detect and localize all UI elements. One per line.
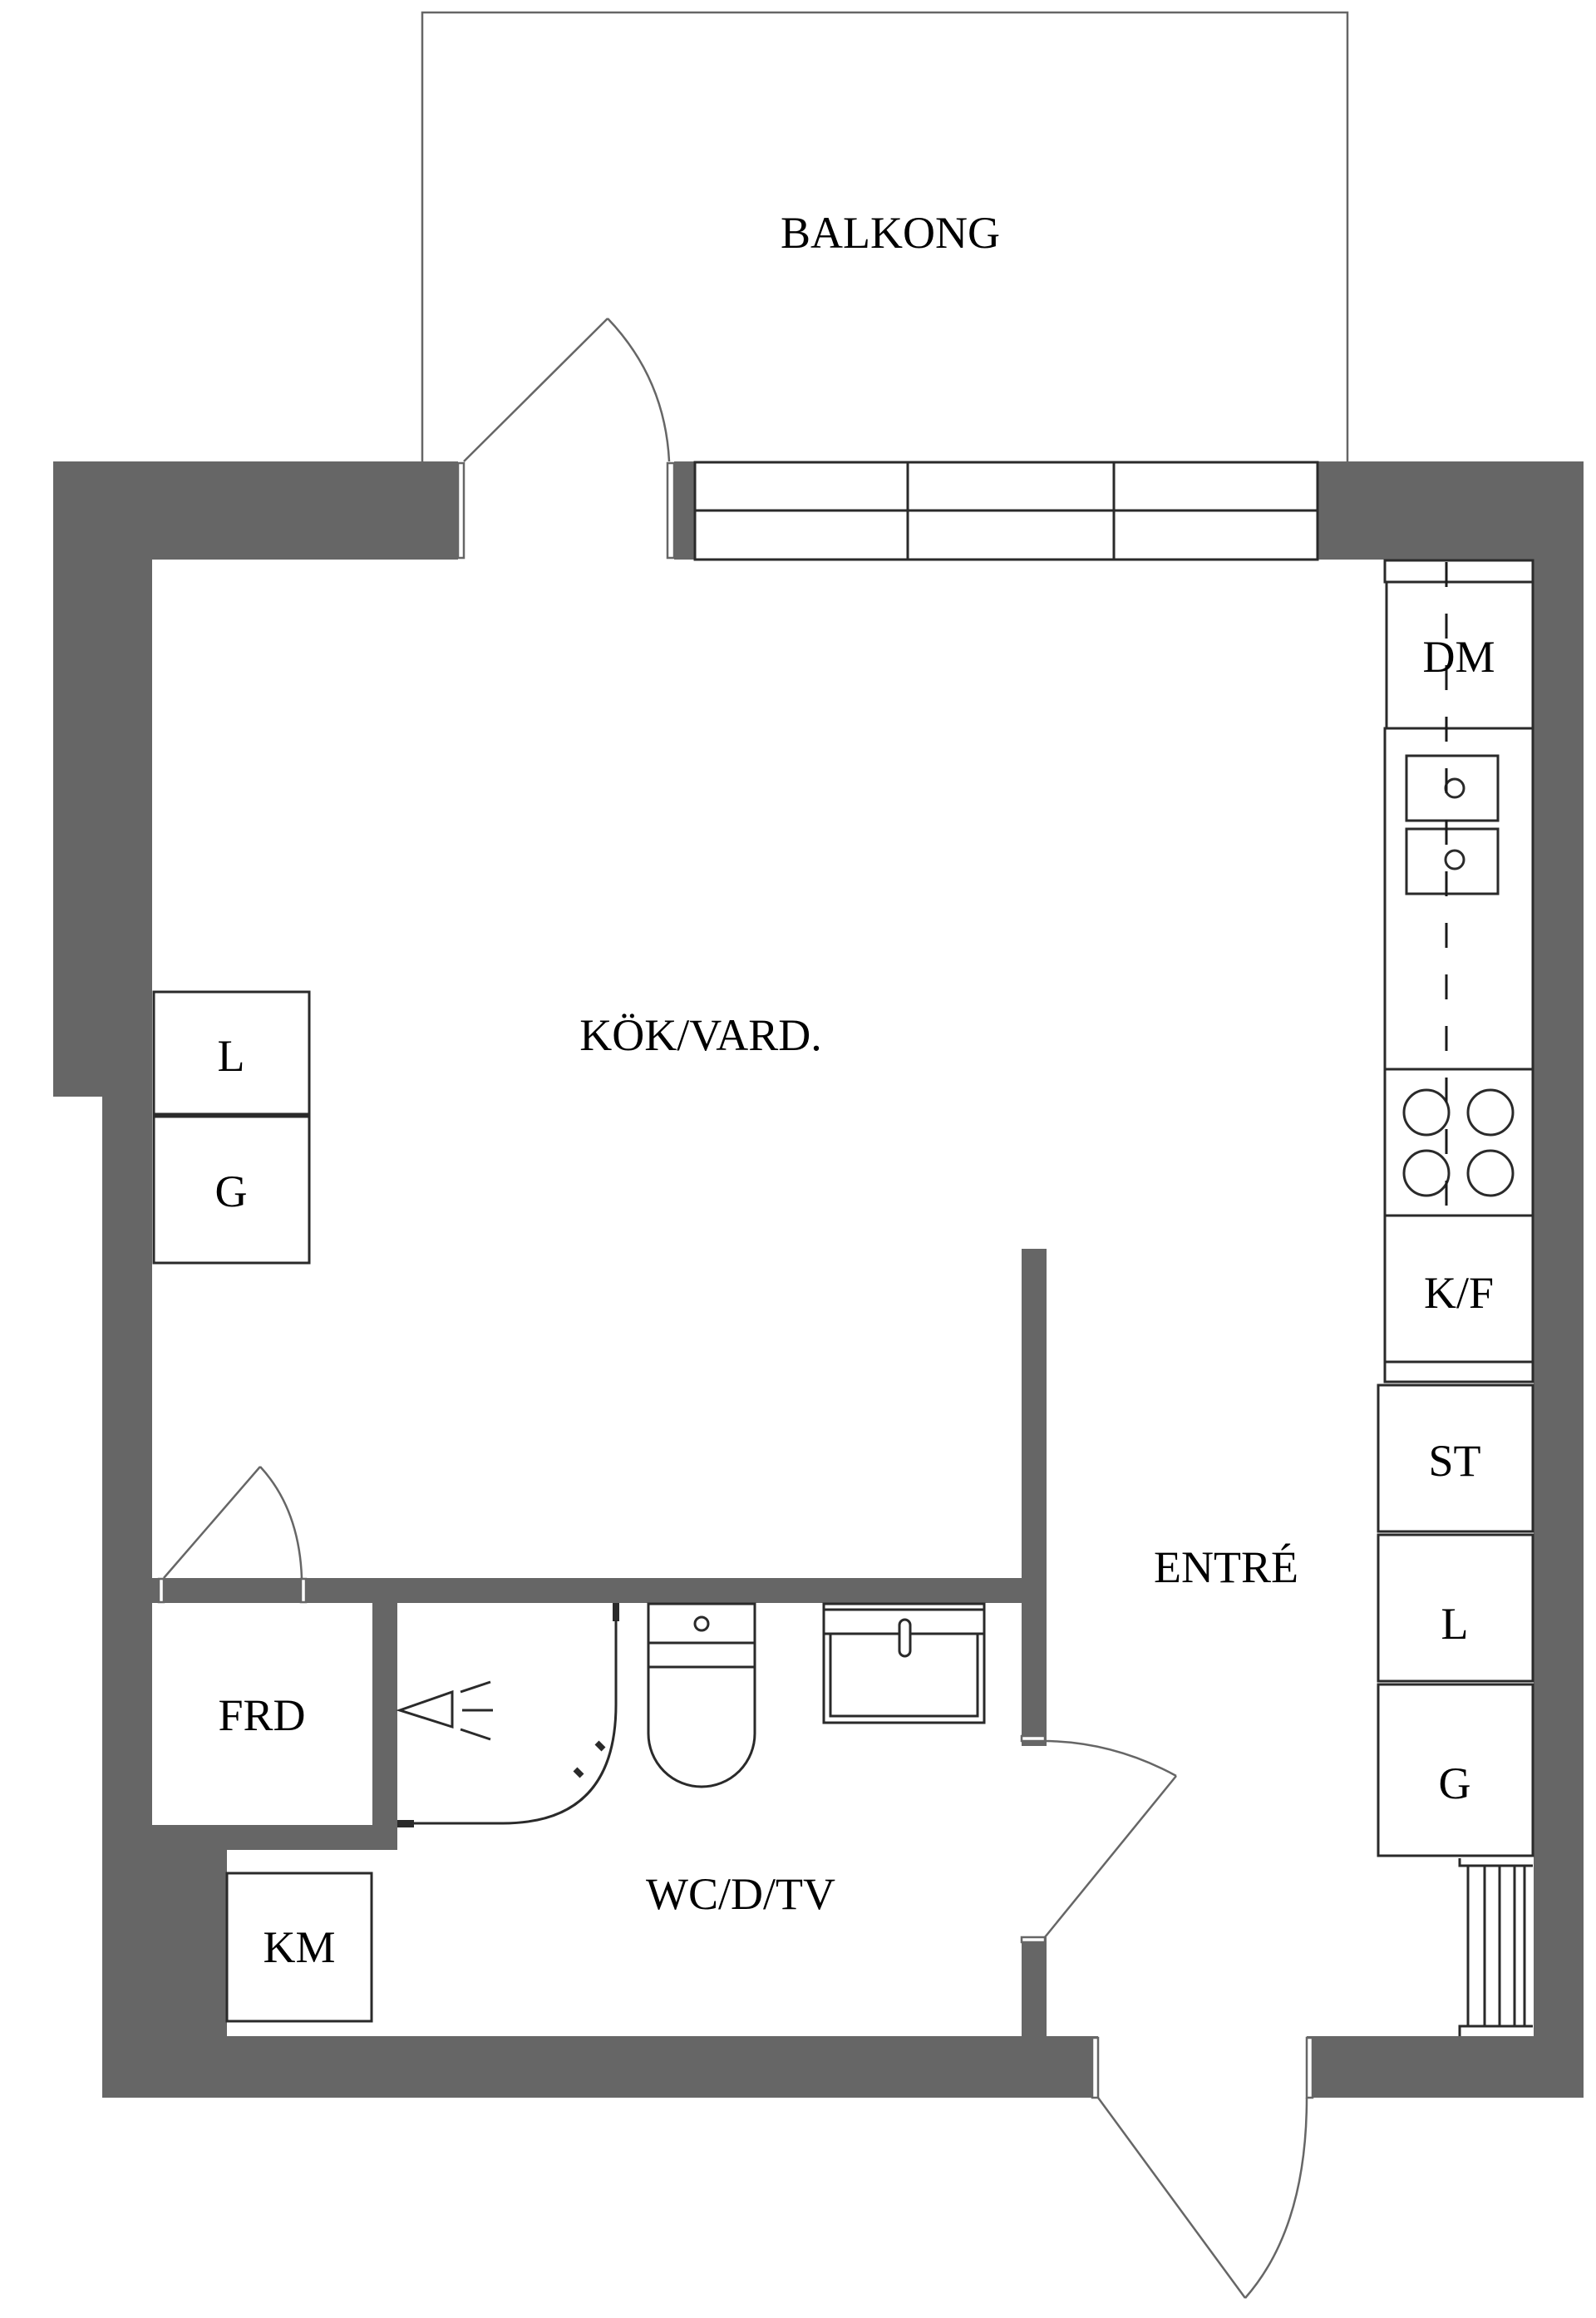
appliance-label-wardrobe-g-right: G — [1438, 1758, 1471, 1808]
entrance-door — [1091, 2036, 1314, 2299]
room-label-storage: FRD — [218, 1690, 306, 1740]
appliance-label-fridge-freezer: K/F — [1423, 1268, 1495, 1318]
bathroom-sink — [822, 1602, 986, 1724]
interior-walls — [152, 1249, 1047, 2036]
appliance-label-dishwasher: DM — [1422, 632, 1495, 682]
top-window — [693, 461, 1319, 561]
kitchen-counter — [1383, 559, 1534, 1383]
washing-machine — [225, 1872, 373, 2023]
appliance-label-wardrobe-g-left: G — [214, 1166, 248, 1216]
appliance-label-washing-machine: KM — [263, 1922, 336, 1972]
bathroom-door — [1020, 1734, 1177, 1944]
storage-door — [157, 1466, 308, 1604]
room-label-kitchen-living: KÖK/VARD. — [579, 1010, 822, 1060]
appliance-label-cabinet: ST — [1428, 1436, 1481, 1486]
room-label-entrance: ENTRÉ — [1154, 1542, 1298, 1592]
room-label-balcony: BALKONG — [781, 208, 1000, 258]
balcony-door — [456, 318, 676, 560]
room-label-bathroom: WC/D/TV — [646, 1869, 835, 1919]
radiator — [1458, 1858, 1533, 2036]
appliance-label-wardrobe-l-left: L — [217, 1031, 245, 1081]
toilet — [647, 1602, 756, 1788]
shower — [396, 1603, 619, 1827]
balcony-outline — [421, 11, 1349, 461]
left-wardrobes — [152, 990, 311, 1265]
exterior-walls — [53, 461, 1584, 2098]
right-wardrobes — [1377, 1383, 1534, 1857]
appliance-label-wardrobe-l-right: L — [1441, 1599, 1469, 1649]
